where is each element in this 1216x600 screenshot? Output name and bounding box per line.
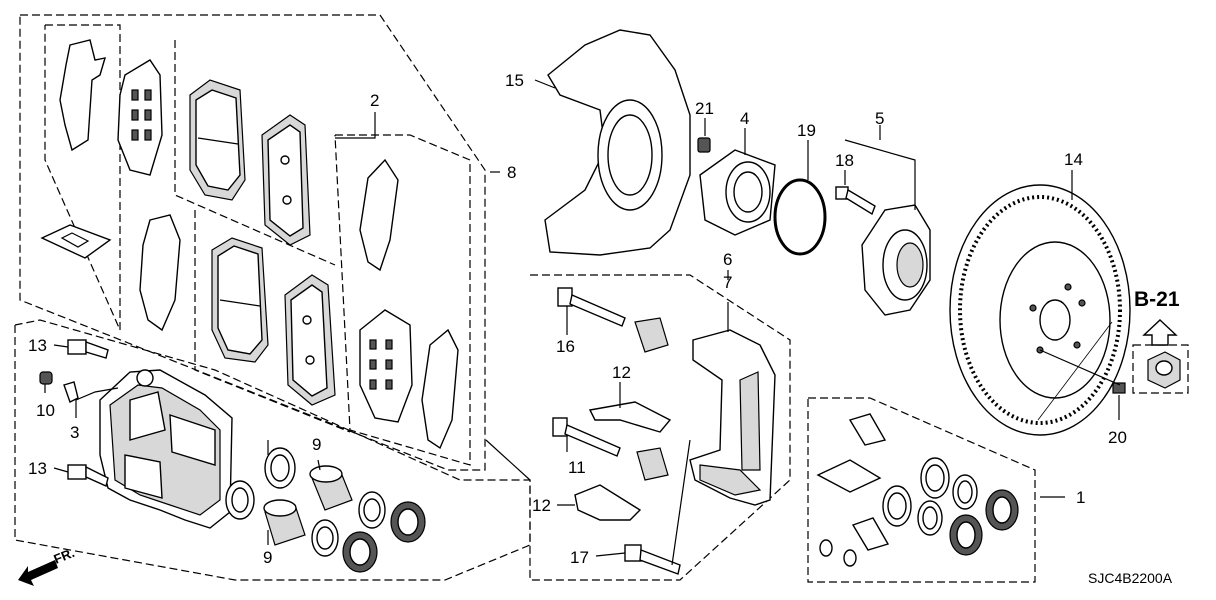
piston-seal-3 (358, 491, 386, 529)
front-direction-arrow-icon (18, 560, 58, 586)
bracket-bolt (624, 544, 681, 575)
caliper-bolt-lower (67, 464, 109, 487)
kit-shim (816, 459, 882, 493)
pad-shim-3 (359, 158, 399, 272)
caliper-bolt-upper (67, 339, 109, 359)
kit-ring-4 (917, 500, 943, 536)
pad-shim-5 (421, 328, 459, 450)
pad-clip-lower (574, 484, 642, 521)
bleeder-cap (39, 371, 53, 385)
brake-pad-2 (261, 114, 311, 246)
label-part-12-upper: 12 (612, 363, 631, 382)
diagram-code: SJC4B2200A (1088, 570, 1173, 586)
kit-ring-2 (882, 485, 912, 527)
label-part-4: 4 (740, 109, 749, 128)
brake-disc (949, 184, 1131, 436)
caliper-bracket (689, 329, 776, 506)
label-part-12-lower: 12 (532, 496, 551, 515)
label-part-15: 15 (505, 71, 524, 90)
label-part-7: 7 (723, 273, 732, 292)
label-part-16: 16 (556, 337, 575, 356)
label-part-17: 17 (570, 548, 589, 567)
label-part-18: 18 (835, 151, 854, 170)
label-part-13-upper: 13 (28, 336, 47, 355)
anti-squeal-shim (40, 224, 112, 259)
snap-ring (773, 178, 827, 256)
label-part-10: 10 (36, 401, 55, 420)
b21-hex-nut (1147, 351, 1181, 389)
guide-pin-upper (557, 287, 626, 327)
piston-lower (263, 499, 306, 546)
kit-ring-3 (952, 474, 978, 510)
piston-seal-2 (225, 480, 255, 520)
brake-pad-4 (284, 274, 336, 406)
dust-boot-2 (342, 531, 378, 573)
label-part-20: 20 (1108, 428, 1127, 447)
label-part-11: 11 (568, 458, 586, 477)
bracket-group-outline (529, 274, 791, 581)
brake-pad-3 (211, 237, 269, 363)
label-part-9-upper: 9 (312, 435, 321, 454)
pin-boot-lower (636, 447, 669, 481)
piston-seal-4 (311, 519, 339, 557)
label-part-5: 5 (875, 109, 884, 128)
pad-shim-lower (139, 214, 181, 332)
disc-screw (1112, 382, 1126, 394)
hub-unit (861, 204, 931, 316)
kit-washer-2 (843, 549, 857, 567)
kit-seal-2 (949, 514, 983, 556)
brake-pad-1 (189, 79, 246, 201)
wheel-stud (835, 186, 876, 216)
pad-shim-inner-upper (117, 59, 163, 176)
splash-guard (544, 29, 691, 256)
kit-boot-2 (851, 517, 890, 551)
piston-upper (309, 465, 353, 511)
kit-boot-1 (848, 413, 887, 446)
bleeder-screw (63, 381, 79, 403)
piston-seal-1 (264, 447, 296, 489)
label-part-3: 3 (70, 423, 79, 442)
pad-group-outline (19, 14, 486, 471)
guide-pin-lower (552, 417, 621, 457)
front-direction-label: FR. (52, 545, 77, 567)
pad-shim-outer-upper (59, 39, 106, 152)
reference-label: B-21 (1134, 288, 1180, 311)
label-part-6: 6 (723, 250, 732, 269)
label-part-2: 2 (370, 91, 379, 110)
kit-ring-1 (920, 457, 950, 499)
caliper-body (99, 369, 233, 529)
kit-seal-1 (985, 489, 1019, 531)
label-part-19: 19 (797, 121, 816, 140)
kit-washer-1 (819, 539, 833, 557)
label-part-21: 21 (695, 99, 714, 118)
pad-clip-upper (588, 401, 672, 433)
label-part-13-lower: 13 (28, 459, 47, 478)
hub-bolt-21 (697, 137, 711, 153)
label-part-9-lower: 9 (263, 548, 272, 567)
label-part-1: 1 (1076, 488, 1085, 507)
label-part-8: 8 (507, 163, 516, 182)
leader-lines (44, 79, 1121, 566)
pad-shim-4 (359, 309, 413, 423)
seal-kit-outline (807, 397, 1036, 583)
pin-boot-upper (634, 317, 669, 353)
ref-arrow-icon (1142, 319, 1178, 346)
dust-boot-1 (390, 501, 426, 543)
hub-bearing (699, 149, 776, 236)
label-part-14: 14 (1064, 150, 1083, 169)
